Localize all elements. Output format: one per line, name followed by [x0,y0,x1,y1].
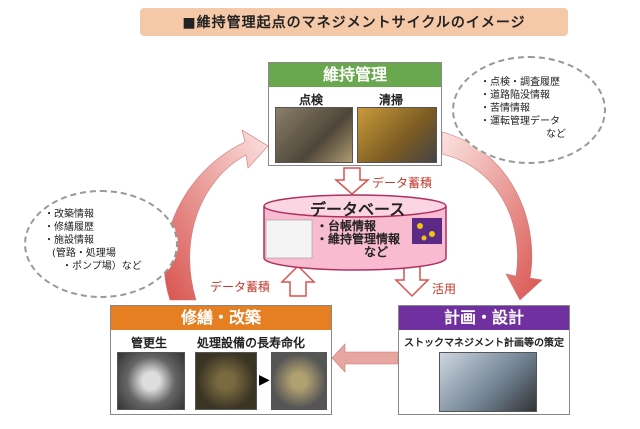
arrow-planning-to-repair [331,343,399,373]
cloud-right-item: など [546,129,566,140]
arrow-right-icon: ▶ [259,372,270,388]
pipe-photo [117,352,185,410]
cleaning-photo [357,107,437,163]
database-cylinder [263,194,447,271]
cloud-left-item: ・改築情報 [44,209,94,220]
cloud-left-item: (管路・処理場 [52,248,116,259]
cloud-left-item: ・修繕履歴 [44,222,94,233]
cloud-left-item: ・施設情報 [44,235,94,246]
label-data-store-left: データ蓄積 [210,280,271,294]
db-item-ledger: ・台帳情報 [316,219,377,233]
repair-header: 修繕・改築 [111,306,331,330]
cleaning-label: 清掃 [379,93,404,107]
arrow-repair-to-db [280,264,316,297]
db-item-etc: など [364,245,389,259]
equipment-life-label: 処理設備の長寿命化 [197,336,306,350]
cloud-right: ・点検・調査履歴 ・道路陥没情報 ・苦情情報 ・運転管理データ など [452,56,606,164]
db-item-maintenance: ・維持管理情報 [316,232,401,246]
maintenance-header: 維持管理 [269,63,441,87]
inspection-photo [275,107,353,163]
cloud-right-item: ・運転管理データ [480,116,560,127]
cloud-right-item: ・点検・調査履歴 [480,77,560,88]
planning-sub: ストックマネジメント計画等の策定 [404,338,564,349]
cloud-left: ・改築情報 ・修繕履歴 ・施設情報 (管路・処理場 ・ポンプ場）など [24,190,178,298]
diagram-title: ■維持管理起点のマネジメントサイクルのイメージ [140,8,568,36]
planning-header: 計画・設計 [399,306,569,330]
equipment-after-photo [271,352,327,410]
arrow-db-to-planning [394,265,430,298]
pipe-rehab-label: 管更生 [131,336,168,350]
inspection-label: 点検 [299,93,324,107]
database-header: データベース [310,200,406,219]
label-data-store-top: データ蓄積 [372,176,433,190]
planning-photo [439,352,537,412]
maintenance-box: 維持管理 点検 清掃 [268,62,442,166]
cloud-right-item: ・苦情情報 [480,103,530,114]
cloud-right-item: ・道路陥没情報 [480,90,550,101]
arrow-maintenance-to-db [334,167,370,195]
equipment-before-photo [195,352,257,410]
repair-box: 修繕・改築 管更生 処理設備の長寿命化 ▶ [110,305,332,415]
label-use: 活用 [432,282,457,296]
cloud-left-item: ・ポンプ場）など [62,261,142,272]
arrow-repair-to-maintenance [164,129,269,301]
planning-box: 計画・設計 ストックマネジメント計画等の策定 [398,305,570,415]
